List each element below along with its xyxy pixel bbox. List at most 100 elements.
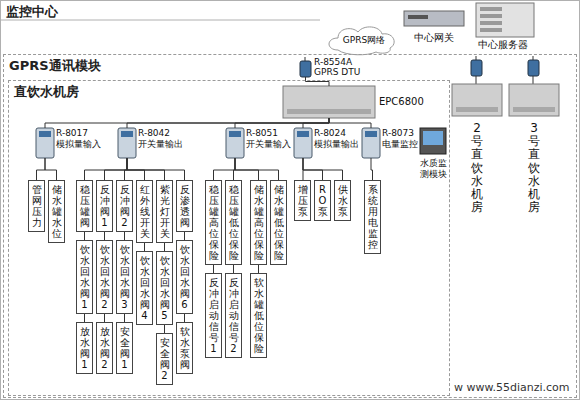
signal-box: 饮水回水阀2	[96, 240, 113, 314]
node-label: 系统用电监控	[368, 184, 378, 250]
connector	[233, 265, 234, 273]
signal-box: RO泵	[314, 180, 331, 221]
node-label: 稳压罐低位保险	[229, 184, 239, 261]
signal-box: 饮水回水阀3	[116, 240, 133, 314]
signal-box: 放水阀1	[76, 322, 93, 374]
signal-box: 反冲阀1	[96, 180, 113, 232]
region-title: GPRS通讯模块	[9, 57, 576, 75]
node-label: 反渗透阀	[180, 184, 190, 228]
node-label: R-8073 电量监控	[382, 128, 418, 150]
dtu-body	[300, 61, 311, 77]
node-label: 红外线开关	[140, 184, 150, 239]
node-label: 3号直饮水机房	[528, 122, 540, 214]
signal-box: 稳压罐阀	[76, 180, 93, 232]
controller-case	[509, 84, 559, 116]
connector	[184, 314, 185, 322]
connector	[45, 118, 329, 128]
node-label: RO泵	[318, 184, 328, 217]
signal-box: 储水罐高位保险	[250, 180, 267, 265]
network-cloud: GPRS网络	[328, 26, 400, 54]
signal-box: 红外线开关	[136, 180, 153, 243]
module-case	[118, 128, 136, 158]
server-case	[476, 3, 534, 37]
node-label: 软水罐低位保险	[254, 277, 264, 354]
signal-box: 饮水回水阀4	[136, 251, 153, 325]
connector	[84, 314, 85, 322]
signal-box: 紫光灯开关	[156, 180, 173, 243]
node-label: 增压泵	[298, 184, 308, 217]
node-label: 安全阀2	[160, 337, 170, 381]
connector	[303, 158, 343, 180]
node-label: R-8051 开关量输入	[246, 128, 296, 150]
signal-box: 供水泵	[334, 180, 351, 221]
signal-box: 饮水回水阀1	[76, 240, 93, 314]
signal-box: 饮水回水阀5	[156, 251, 173, 325]
connector	[184, 232, 185, 240]
signal-box: 系统用电监控	[364, 180, 381, 254]
node-label: 饮水回水阀2	[100, 244, 110, 310]
connector	[214, 158, 236, 180]
connector	[235, 118, 329, 128]
monitor-screen	[423, 131, 443, 145]
connector	[37, 158, 46, 180]
connector	[329, 118, 371, 128]
signal-box: 反渗透阀	[176, 180, 193, 232]
signal-box: 稳压罐低位保险	[225, 180, 242, 265]
connector	[144, 243, 145, 251]
dtu-body	[528, 60, 539, 76]
drive-slot	[480, 21, 502, 25]
signal-box: 反冲阀2	[116, 180, 133, 232]
node-label: R-8554A GPRS DTU	[314, 57, 364, 77]
connector	[235, 158, 259, 180]
connector	[124, 232, 125, 240]
antenna	[305, 57, 306, 61]
machine-room: 3号直饮水机房	[509, 84, 559, 214]
node-label: 中心服务器	[468, 38, 538, 52]
connector	[306, 77, 330, 86]
module-case	[226, 128, 244, 158]
connector	[164, 325, 165, 333]
node-label: 稳压罐阀	[80, 184, 90, 228]
node-label: 软水泵阀	[180, 326, 190, 370]
server-device: 中心服务器	[468, 2, 538, 52]
node-label: 中心网关	[398, 31, 470, 45]
connector	[104, 232, 105, 240]
wire	[533, 76, 534, 84]
node-label: 放水阀1	[80, 326, 90, 370]
io-module: R-8051 开关量输入	[226, 128, 296, 158]
node-label: 储水罐水位	[52, 184, 62, 239]
module-case	[362, 128, 380, 158]
io-module: R-8042 开关量输出	[118, 128, 188, 158]
signal-box: 储水罐水位	[48, 180, 65, 243]
drive-slot	[480, 28, 502, 32]
node-label: EPC6800	[379, 86, 428, 118]
region-frame: GPRS通讯模块直饮水机房EPC6800R-8017 模拟量输入R-8042 开…	[3, 54, 577, 398]
signal-box: 安全阀1	[116, 322, 133, 374]
monitor-case	[420, 128, 446, 154]
node-label: R-8017 模拟量输入	[56, 128, 106, 150]
node-label: 储水罐低位保险	[274, 184, 284, 261]
server-device: 中心网关	[398, 9, 470, 45]
node-label: R-8024 模拟量输出	[314, 128, 362, 150]
signal-box: 安全阀2	[156, 333, 173, 385]
connector	[303, 158, 323, 180]
gateway-panel	[408, 15, 428, 19]
dtu-body	[471, 60, 482, 76]
signal-box: 软水罐低位保险	[250, 273, 267, 358]
module-label	[121, 131, 133, 137]
connector	[127, 158, 145, 180]
node-label: 饮水回水阀4	[140, 255, 150, 321]
connector	[84, 232, 85, 240]
antenna	[476, 56, 477, 60]
signal-box: 增压泵	[294, 180, 311, 221]
connector	[127, 158, 185, 180]
water-quality-module: 水质监测模块	[418, 128, 448, 180]
header-rule	[0, 20, 320, 21]
node-label: 反冲阀1	[100, 184, 110, 228]
module-case	[294, 128, 312, 158]
node-label: GPRS网络	[328, 26, 400, 54]
connector	[371, 158, 373, 180]
node-label: 饮水回水阀3	[120, 244, 130, 310]
